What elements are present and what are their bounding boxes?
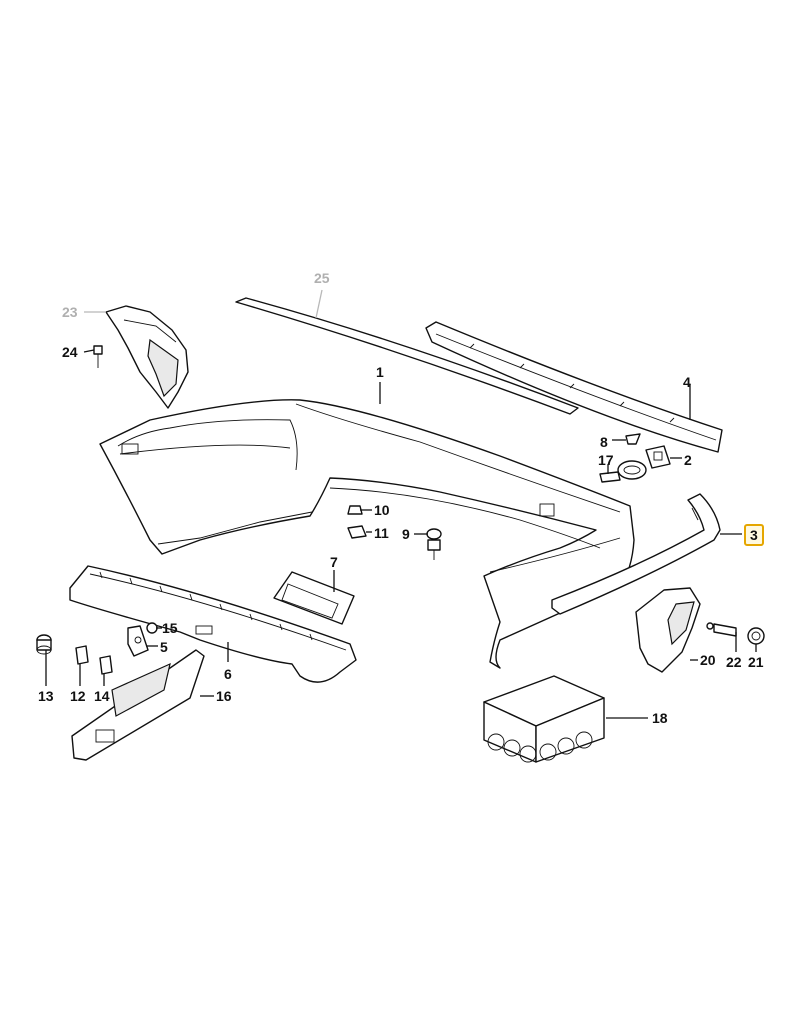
part-13-grommet [36,634,52,655]
callout-25: 25 [314,270,330,286]
callout-13: 13 [38,688,54,704]
part-15-clip [146,622,158,634]
part-25-trim-strip [235,297,579,415]
part-16-lower-trim [71,649,205,761]
callout-7: 7 [330,554,338,570]
callout-8: 8 [600,434,608,450]
part-17-towing-eye [599,460,647,483]
callout-9: 9 [402,526,410,542]
callout-1: 1 [376,364,384,380]
callout-18: 18 [652,710,668,726]
part-1-bumper-shell [99,399,635,669]
part-12-clip [75,645,89,665]
part-11-nut [347,525,367,539]
part-22-screw [706,622,737,637]
callout-23: 23 [62,304,78,320]
callout-12: 12 [70,688,86,704]
part-8-clip [625,433,641,445]
callout-14: 14 [94,688,110,704]
part-14-clip [99,655,113,675]
part-5-holder [127,625,149,657]
callout-3-highlighted[interactable]: 3 [744,524,764,546]
callout-16: 16 [216,688,232,704]
callout-2: 2 [684,452,692,468]
part-20-right-bracket [635,587,701,673]
part-7-bracket [273,571,355,625]
part-23-left-bracket [105,305,189,409]
part-6-lower-valance [69,565,357,683]
part-3-side-trim [551,493,721,615]
callout-22: 22 [726,654,742,670]
callout-17: 17 [598,452,614,468]
leader-lines [45,289,757,719]
callout-6: 6 [224,666,232,682]
part-9-expanding-rivet [426,528,442,560]
callout-11: 11 [374,525,389,541]
part-18-accessory-box [483,675,605,763]
callout-15: 15 [162,620,178,636]
part-2-eye-bolt-holder [645,445,671,469]
callout-4: 4 [683,374,691,390]
part-4-cover-rail [425,321,723,453]
callout-20: 20 [700,652,716,668]
callout-24: 24 [62,344,78,360]
part-10-screw [347,505,363,515]
callout-10: 10 [374,502,390,518]
callout-5: 5 [160,639,168,655]
part-21-nut [747,627,765,645]
part-24-screw [93,345,103,368]
callout-21: 21 [748,654,764,670]
